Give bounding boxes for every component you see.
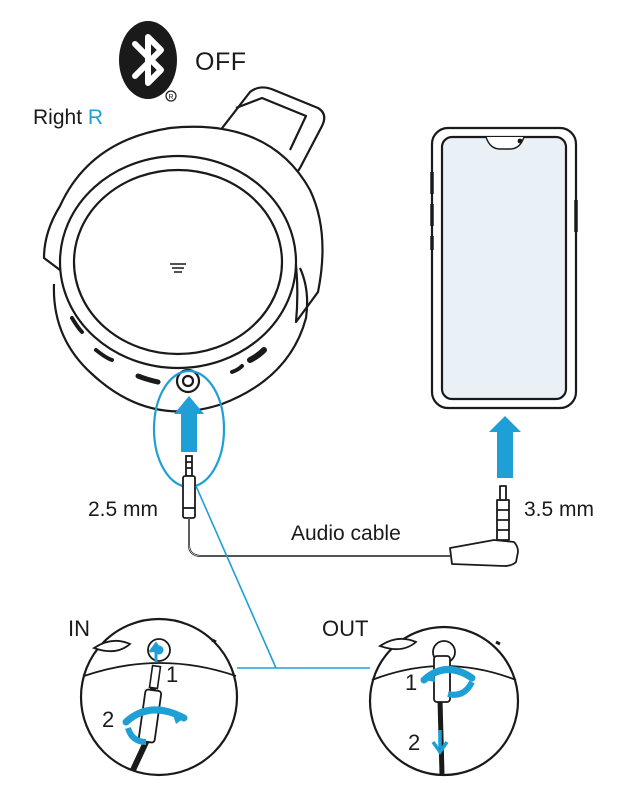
svg-text:R: R	[168, 94, 173, 101]
plug-2-5mm-label: 2.5 mm	[88, 498, 159, 521]
detail-out-step-2: 2	[408, 730, 421, 755]
bluetooth-status-label: OFF	[195, 48, 247, 76]
audio-cable-label: Audio cable	[291, 522, 401, 545]
bluetooth-icon: R	[119, 21, 177, 102]
detail-in-circle	[79, 617, 239, 777]
arrow-up-to-headphone-icon	[174, 396, 204, 452]
headphone-earcup	[42, 86, 326, 413]
side-letter: R	[87, 106, 104, 129]
plug-2-5mm	[182, 455, 196, 519]
detail-leader-lines	[195, 485, 370, 669]
plug-3-5mm	[449, 485, 519, 567]
detail-out-step-1: 1	[405, 670, 418, 695]
detail-in-step-2: 2	[102, 707, 115, 732]
detail-out-circle	[368, 625, 520, 777]
detail-out-title: OUT	[322, 616, 369, 641]
smartphone	[430, 126, 578, 410]
detail-in-step-1: 1	[166, 662, 179, 687]
plug-3-5mm-label: 3.5 mm	[524, 498, 595, 521]
arrow-up-to-phone-icon	[489, 416, 521, 478]
side-label: Right R	[33, 106, 103, 130]
detail-in-title: IN	[68, 616, 90, 641]
side-prefix: Right	[33, 106, 83, 129]
